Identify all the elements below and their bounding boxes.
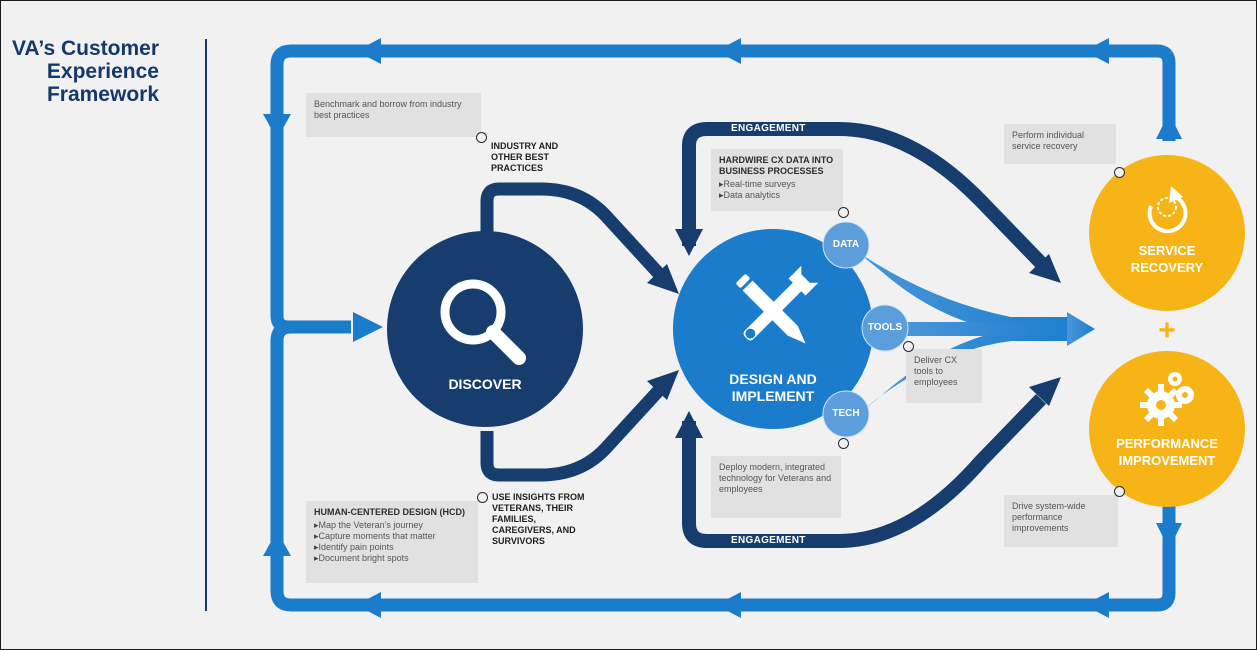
arrowhead-icon bbox=[647, 370, 679, 400]
arrowhead-icon bbox=[1029, 254, 1061, 283]
pin-marker bbox=[1114, 167, 1125, 178]
performance-circle bbox=[1089, 351, 1245, 507]
list-item: Capture moments that matter bbox=[314, 531, 470, 542]
pin-marker bbox=[476, 132, 487, 143]
pin-marker bbox=[903, 341, 914, 352]
discover-label: DISCOVER bbox=[448, 376, 522, 392]
pin-marker bbox=[838, 438, 849, 449]
note-hcd: HUMAN-CENTERED DESIGN (HCD) Map the Vete… bbox=[306, 501, 478, 583]
note-deliver: Deliver CX tools to employees bbox=[906, 349, 982, 403]
note-perform: Perform individual service recovery bbox=[1004, 124, 1116, 164]
callout-insights: USE INSIGHTS FROM VETERANS, THEIR FAMILI… bbox=[492, 492, 585, 546]
discover-to-design-arrows bbox=[480, 182, 666, 482]
pin-marker bbox=[838, 207, 849, 218]
design-circle bbox=[673, 229, 873, 429]
engagement-label-top: ENGAGEMENT bbox=[731, 123, 806, 134]
design-label: DESIGN AND IMPLEMENT bbox=[729, 371, 817, 404]
data-circle bbox=[822, 221, 870, 269]
down-arrow-icon bbox=[263, 114, 291, 139]
arrowhead-icon bbox=[647, 264, 679, 294]
tools-circle bbox=[861, 304, 909, 352]
discover-circle bbox=[387, 231, 583, 427]
pin-marker bbox=[1114, 486, 1125, 497]
note-benchmark: Benchmark and borrow from industry best … bbox=[306, 93, 481, 137]
gears-icon bbox=[1140, 372, 1194, 426]
engagement-label-bottom: ENGAGEMENT bbox=[731, 535, 806, 546]
up-arrow-icon bbox=[263, 531, 291, 556]
list-item: Real-time surveys bbox=[719, 179, 835, 190]
note-deploy: Deploy modern, integrated technology for… bbox=[711, 456, 841, 518]
note-drive: Drive system-wide performance improvemen… bbox=[1004, 495, 1118, 547]
tools-label: TOOLS bbox=[867, 322, 903, 333]
engagement-arcs bbox=[682, 122, 1047, 548]
list-item: Document bright spots bbox=[314, 553, 470, 564]
bottom-left-arrow-icon bbox=[716, 592, 741, 618]
pin-marker bbox=[477, 492, 488, 503]
up-arrow-icon bbox=[1156, 113, 1182, 139]
up-arrow-icon bbox=[675, 411, 703, 438]
wrench-pencil-icon bbox=[736, 265, 819, 344]
performance-label: PERFORMANCE IMPROVEMENT bbox=[1116, 436, 1218, 468]
page-title: VA’s Customer Experience Framework bbox=[11, 37, 159, 106]
top-left-arrow-icon bbox=[356, 38, 381, 64]
service-recovery-label: SERVICE RECOVERY bbox=[1130, 243, 1204, 275]
arrowhead-icon bbox=[1029, 377, 1061, 406]
outer-loop-arrowheads bbox=[263, 38, 1182, 618]
list-item: Map the Veteran’s journey bbox=[314, 520, 470, 531]
right-arrow-icon bbox=[1067, 312, 1095, 346]
list-item: Data analytics bbox=[719, 190, 835, 201]
plus-sign: + bbox=[1158, 314, 1176, 347]
right-arrow-icon bbox=[353, 312, 383, 342]
down-arrow-icon bbox=[675, 229, 703, 256]
top-left-arrow-icon bbox=[1084, 38, 1109, 64]
tech-label: TECH bbox=[832, 408, 860, 419]
data-label: DATA bbox=[832, 239, 860, 250]
recovery-cycle-icon bbox=[1147, 186, 1188, 234]
title-divider bbox=[205, 39, 207, 611]
outer-feedback-loop bbox=[270, 44, 1176, 612]
bottom-left-arrow-icon bbox=[356, 592, 381, 618]
list-item: Identify pain points bbox=[314, 542, 470, 553]
bottom-left-arrow-icon bbox=[1084, 592, 1109, 618]
magnifier-icon bbox=[440, 279, 526, 365]
down-arrow-icon bbox=[1156, 523, 1182, 549]
note-hardwire-heading: HARDWIRE CX DATA INTO BUSINESS PROCESSES bbox=[719, 155, 834, 176]
top-left-arrow-icon bbox=[716, 38, 741, 64]
tech-circle bbox=[822, 390, 870, 438]
note-hardwire: HARDWIRE CX DATA INTO BUSINESS PROCESSES… bbox=[711, 149, 843, 211]
note-hcd-heading: HUMAN-CENTERED DESIGN (HCD) bbox=[314, 507, 465, 517]
callout-industry: INDUSTRY AND OTHER BEST PRACTICES bbox=[491, 141, 559, 173]
